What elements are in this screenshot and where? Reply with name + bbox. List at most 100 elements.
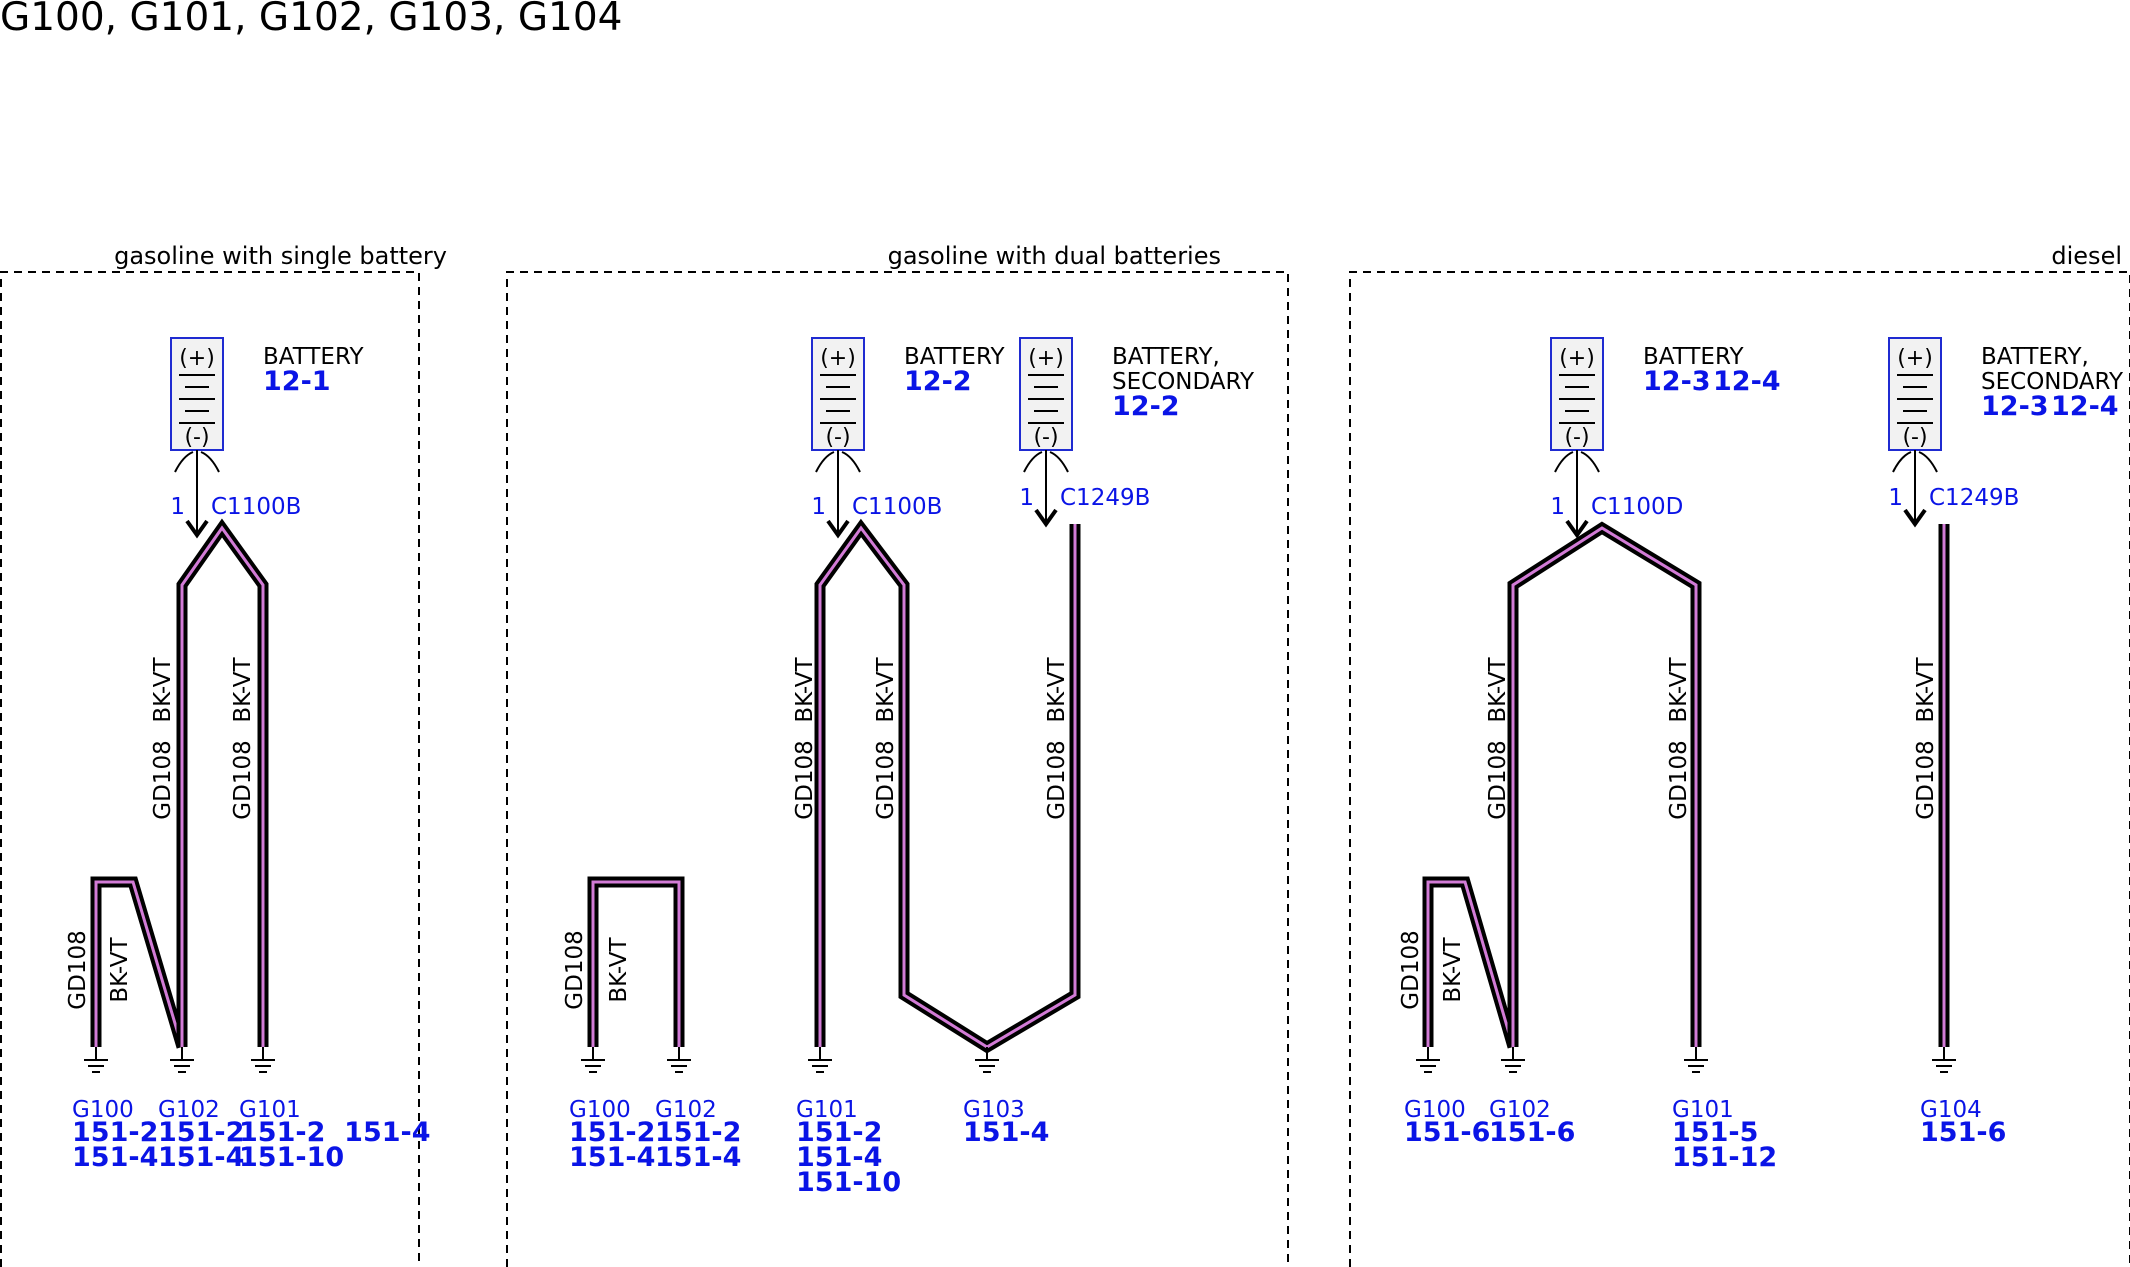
ground-name: G101 (1672, 1097, 1734, 1123)
page-title: G100, G101, G102, G103, G104 (0, 0, 622, 40)
ground-name: G100 (72, 1097, 134, 1123)
wire-core (591, 880, 681, 1047)
ground-name: G100 (569, 1097, 631, 1123)
battery-reference: 12-2 (1112, 391, 1180, 422)
wire-core (94, 880, 184, 1048)
ground-name: G102 (158, 1097, 220, 1123)
wire-color-label: BK-VT (1044, 656, 1070, 722)
battery-dual-2: (+)(-) (1019, 337, 1073, 451)
ground-name: G104 (1920, 1097, 1982, 1123)
connector-bracket-right (1918, 451, 1938, 473)
wire-core (1511, 526, 1698, 1047)
ground-symbol-g100 (84, 1047, 108, 1073)
connector-diesel-2 (1892, 450, 1938, 528)
connector-id: C1249B (1929, 485, 2019, 511)
battery-negative-terminal: (-) (184, 425, 209, 450)
battery-name: SECONDARY (1981, 369, 2124, 395)
ground-reference: 151-4 (796, 1142, 882, 1173)
section-label-single: gasoline with single battery (114, 242, 447, 270)
connector-pin-number: 1 (1019, 485, 1034, 511)
connector-id: C1100B (211, 494, 301, 520)
wire-core (818, 524, 1077, 1049)
ground-reference: 151-5 (1672, 1117, 1758, 1148)
wire-circuit-label: GD108 (792, 740, 818, 819)
battery-reference: 12-4 (2051, 391, 2119, 422)
battery-name: BATTERY, (1112, 344, 1220, 370)
section-box-dual (506, 271, 1289, 1267)
battery-name: BATTERY (904, 344, 1005, 370)
connector-bracket-right (1049, 451, 1069, 473)
wire-outline (814, 518, 1081, 1054)
wire-circuit-label: GD108 (150, 740, 176, 819)
section-box-single (0, 271, 420, 1267)
battery-diesel-2: (+)(-) (1888, 337, 1942, 451)
ground-name: G101 (239, 1097, 301, 1123)
battery-reference: 12-2 (904, 366, 972, 397)
ground-symbol-g103 (975, 1047, 999, 1073)
ground-reference: 151-4 (655, 1142, 741, 1173)
connector-pin-number: 1 (1888, 485, 1903, 511)
ground-reference: 151-10 (239, 1142, 344, 1173)
connector-dual-1 (815, 450, 861, 539)
wire-circuit-label: GD108 (1485, 740, 1511, 819)
ground-reference: 151-6 (1920, 1117, 2006, 1148)
battery-reference: 12-3 (1981, 391, 2049, 422)
ground-name: G102 (1489, 1097, 1551, 1123)
connector-id: C1100D (1591, 494, 1683, 520)
connector-pin-icon (185, 519, 209, 539)
wire-color-label: BK-VT (1440, 936, 1466, 1002)
connector-bracket-left (174, 451, 194, 473)
battery-negative-terminal: (-) (825, 425, 850, 450)
battery-name: BATTERY, (1981, 344, 2089, 370)
connector-id: C1100B (852, 494, 942, 520)
ground-reference: 151-2 (655, 1117, 741, 1148)
connector-single-1 (174, 450, 220, 539)
connector-pin-number: 1 (170, 494, 185, 520)
connector-pin-icon (1903, 508, 1927, 528)
ground-symbol-g101 (1684, 1047, 1708, 1073)
ground-reference: 151-4 (963, 1117, 1049, 1148)
ground-reference: 151-12 (1672, 1142, 1777, 1173)
ground-symbol-g102 (667, 1047, 691, 1073)
battery-name: BATTERY (1643, 344, 1744, 370)
connector-bracket-left (1023, 451, 1043, 473)
battery-negative-terminal: (-) (1902, 425, 1927, 450)
wire-circuit-label: GD108 (1398, 930, 1424, 1009)
battery-diesel-1: (+)(-) (1550, 337, 1604, 451)
ground-reference: 151-2 (569, 1117, 655, 1148)
battery-reference: 12-1 (263, 366, 331, 397)
ground-reference: 151-4 (569, 1142, 655, 1173)
battery-negative-terminal: (-) (1564, 425, 1589, 450)
connector-dual-2 (1023, 450, 1069, 528)
ground-symbol-g102 (170, 1047, 194, 1073)
battery-symbol (811, 337, 865, 451)
wire-color-label: BK-VT (606, 936, 632, 1002)
wire-circuit-label: GD108 (230, 740, 256, 819)
connector-bracket-right (1580, 451, 1600, 473)
connector-bracket-right (841, 451, 861, 473)
ground-symbol-g100 (581, 1047, 605, 1073)
wire-color-label: BK-VT (150, 656, 176, 722)
wire-color-label: BK-VT (107, 936, 133, 1002)
connector-pin-icon (826, 519, 850, 539)
wire-circuit-label: GD108 (562, 930, 588, 1009)
connector-id: C1249B (1060, 485, 1150, 511)
ground-reference: 151-10 (796, 1167, 901, 1198)
section-label-diesel: diesel (2051, 242, 2122, 270)
battery-single-1: (+)(-) (170, 337, 224, 451)
ground-reference: 151-2 (796, 1117, 882, 1148)
ground-symbol-g100 (1416, 1047, 1440, 1073)
battery-name: SECONDARY (1112, 369, 1255, 395)
ground-symbol-g104 (1932, 1047, 1956, 1073)
connector-diesel-1 (1554, 450, 1600, 539)
ground-reference: 151-2 151-4 (239, 1117, 431, 1148)
connector-pin-number: 1 (1550, 494, 1565, 520)
ground-reference: 151-4 (158, 1142, 244, 1173)
ground-symbol-g101 (251, 1047, 275, 1073)
battery-positive-terminal: (+) (1028, 346, 1064, 371)
wire-color-label: BK-VT (873, 656, 899, 722)
connector-bracket-left (1892, 451, 1912, 473)
connector-bracket-right (200, 451, 220, 473)
ground-symbol-g101 (808, 1047, 832, 1073)
